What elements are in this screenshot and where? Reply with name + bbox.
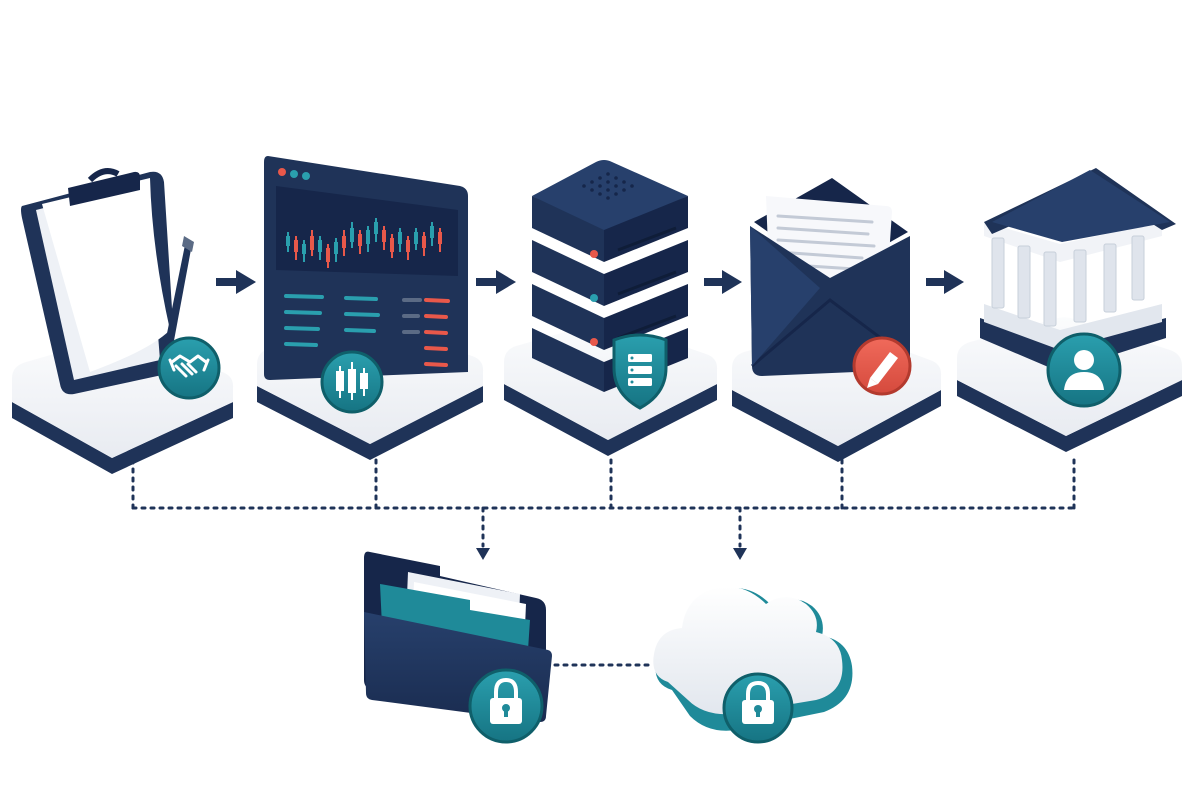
drive-slots xyxy=(617,226,677,340)
pencil-icon xyxy=(867,352,898,388)
handshake-icon xyxy=(168,354,210,378)
archive-secure-folder[interactable] xyxy=(364,551,552,744)
badge xyxy=(320,350,384,414)
step-trading[interactable] xyxy=(257,156,484,460)
status-leds xyxy=(590,250,598,346)
padlock-icon xyxy=(742,680,774,724)
flow-arrow-1 xyxy=(216,270,256,294)
badge xyxy=(1046,332,1122,408)
archive-arrowheads xyxy=(476,548,747,560)
user-icon xyxy=(1064,350,1104,390)
step-institution[interactable] xyxy=(957,168,1182,452)
candlestick-chart-icon xyxy=(336,362,368,400)
envelope-icon xyxy=(750,178,911,376)
badge xyxy=(852,336,912,396)
flow-arrow-3 xyxy=(704,270,742,294)
badge xyxy=(722,672,794,744)
candlestick-chart xyxy=(286,218,442,268)
data-rows xyxy=(284,294,450,367)
flow-arrow-4 xyxy=(926,270,964,294)
columns xyxy=(991,235,1145,327)
flow-arrows xyxy=(216,270,964,294)
padlock-icon xyxy=(490,677,522,724)
vent-grid xyxy=(582,172,634,200)
shield-database-icon xyxy=(628,354,652,386)
badge xyxy=(157,336,221,400)
badge xyxy=(468,668,544,744)
cloud-icon xyxy=(653,586,853,731)
folder-feed-arrowhead xyxy=(476,548,490,560)
dashboard-icon xyxy=(264,156,468,380)
cloud-feed-arrowhead xyxy=(733,548,747,560)
step-data-storage[interactable] xyxy=(504,160,718,456)
archive-connectors xyxy=(131,458,1076,667)
archive-secure-cloud[interactable] xyxy=(653,586,853,744)
step-correspondence[interactable] xyxy=(732,178,942,462)
badge xyxy=(612,333,668,410)
pen-icon xyxy=(162,240,192,362)
flow-arrow-2 xyxy=(476,270,516,294)
step-agreement[interactable] xyxy=(12,168,234,474)
